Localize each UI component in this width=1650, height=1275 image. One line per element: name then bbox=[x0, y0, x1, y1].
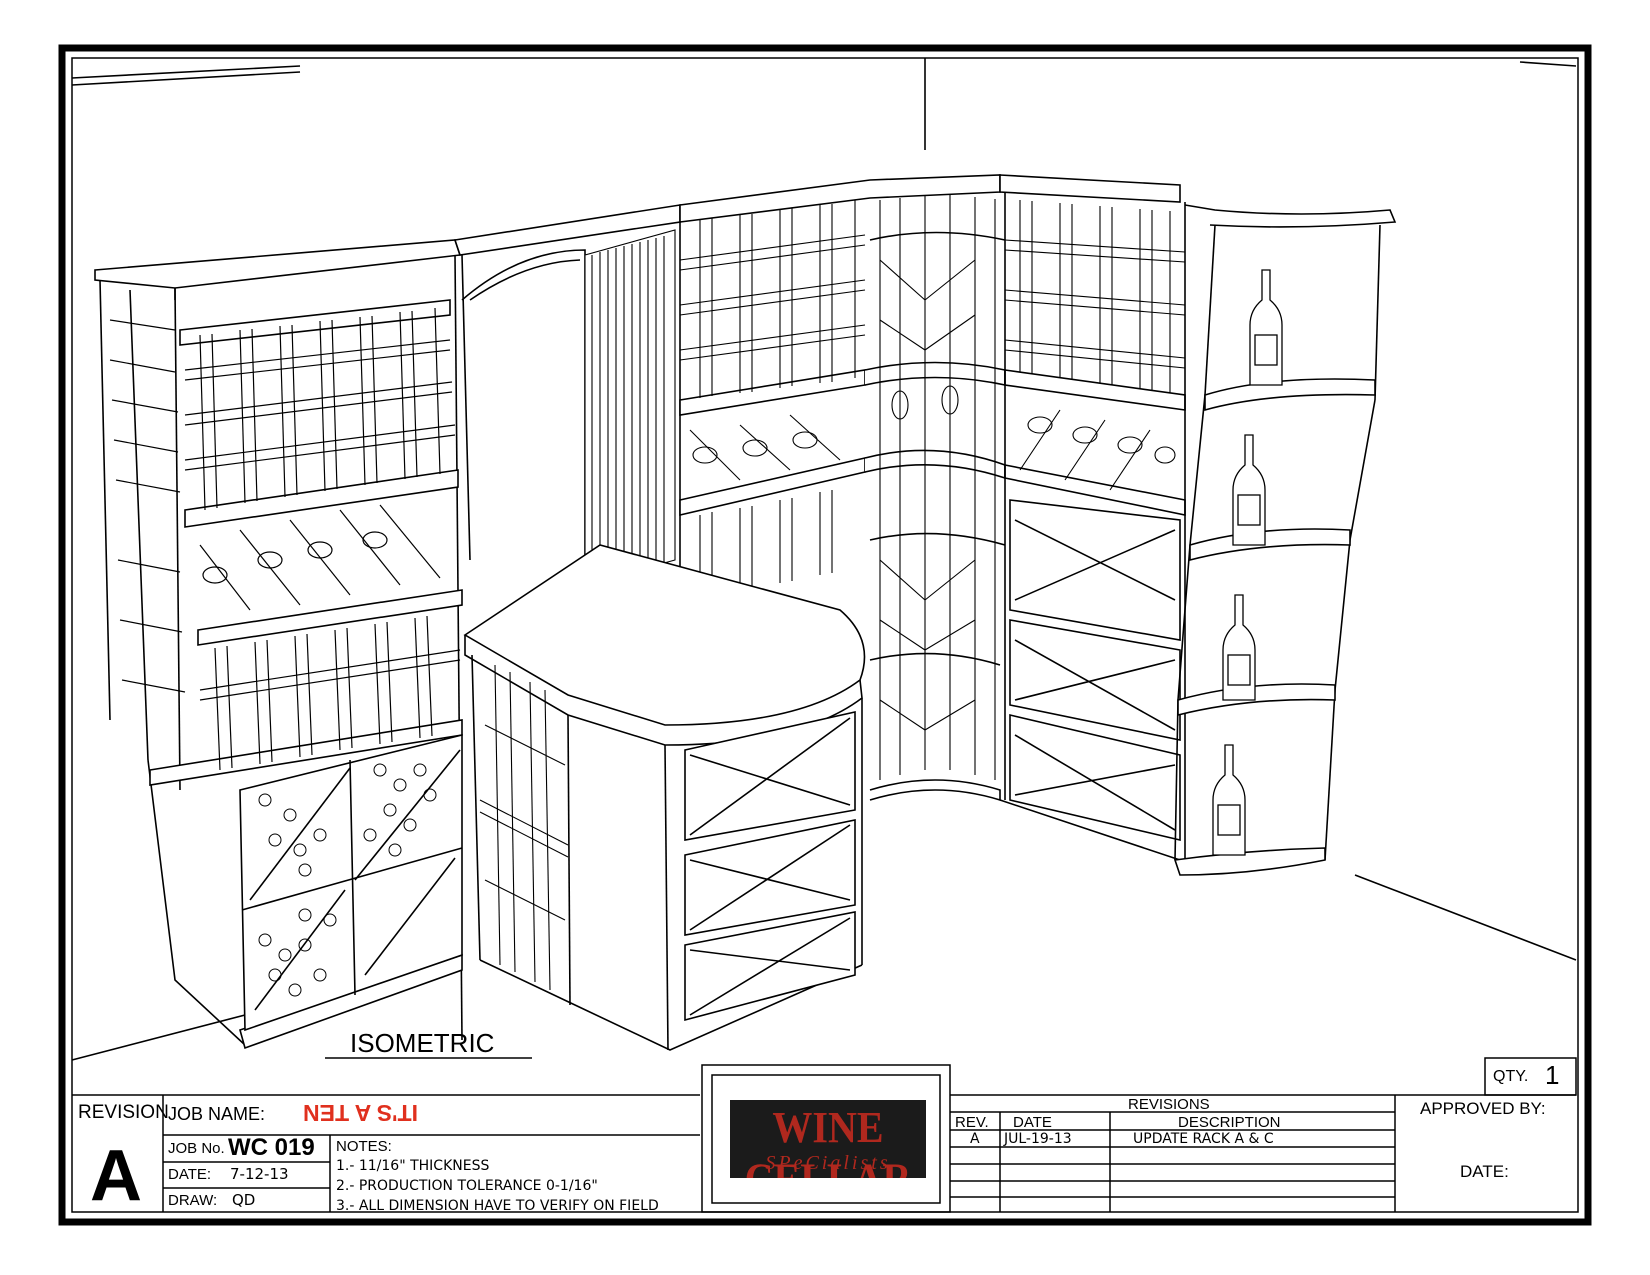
room-outline bbox=[71, 58, 1577, 1061]
revision-row-rev: A bbox=[970, 1131, 980, 1147]
rear-panel bbox=[584, 229, 676, 586]
notes-label: NOTES: bbox=[336, 1138, 392, 1155]
title-block-grid bbox=[72, 1057, 1577, 1213]
outer-border bbox=[58, 44, 1592, 1226]
job-no-label: JOB No. bbox=[168, 1140, 225, 1157]
date-header: DATE bbox=[1013, 1114, 1052, 1131]
left-wine-rack bbox=[94, 239, 463, 1050]
note-1: 1.- 11/16" THICKNESS bbox=[336, 1158, 490, 1174]
arch bbox=[453, 204, 681, 561]
job-name-value: IT'S A TEN bbox=[303, 1100, 418, 1126]
revision-letter: A bbox=[90, 1136, 142, 1216]
logo-line-2: SPeCialists bbox=[765, 1152, 891, 1174]
qty-value: 1 bbox=[1545, 1060, 1560, 1090]
job-name-label: JOB NAME: bbox=[168, 1104, 266, 1124]
date-label: DATE: bbox=[168, 1166, 212, 1183]
revision-row-description: UPDATE RACK A & C bbox=[1133, 1131, 1274, 1147]
description-header: DESCRIPTION bbox=[1178, 1114, 1281, 1131]
draw-label: DRAW: bbox=[168, 1192, 218, 1209]
note-2: 2.- PRODUCTION TOLERANCE 0-1/16" bbox=[336, 1178, 598, 1194]
view-label: ISOMETRIC bbox=[350, 1028, 495, 1058]
revisions-title: REVISIONS bbox=[1128, 1096, 1210, 1113]
back-wall-rack bbox=[679, 174, 1186, 861]
approved-date-label: DATE: bbox=[1460, 1162, 1509, 1181]
job-no-value: WC 019 bbox=[228, 1134, 315, 1161]
qty-label: QTY. bbox=[1493, 1068, 1529, 1085]
wine-cellar-logo: WINE CELLAR SPeCialists bbox=[730, 1100, 926, 1178]
revision-label: REVISION bbox=[78, 1102, 169, 1123]
date-value: 7-12-13 bbox=[230, 1165, 289, 1183]
rev-header: REV. bbox=[955, 1114, 989, 1131]
island bbox=[463, 544, 866, 1051]
revision-row-date: JUL-19-13 bbox=[1004, 1131, 1072, 1147]
note-3: 3.- ALL DIMENSION HAVE TO VERIFY ON FIEL… bbox=[336, 1198, 659, 1214]
approved-by-label: APPROVED BY: bbox=[1420, 1099, 1546, 1118]
corner-shelves bbox=[1173, 204, 1397, 876]
logo-line-1: WINE CELLAR bbox=[745, 1102, 912, 1178]
draw-value: QD bbox=[232, 1191, 256, 1209]
